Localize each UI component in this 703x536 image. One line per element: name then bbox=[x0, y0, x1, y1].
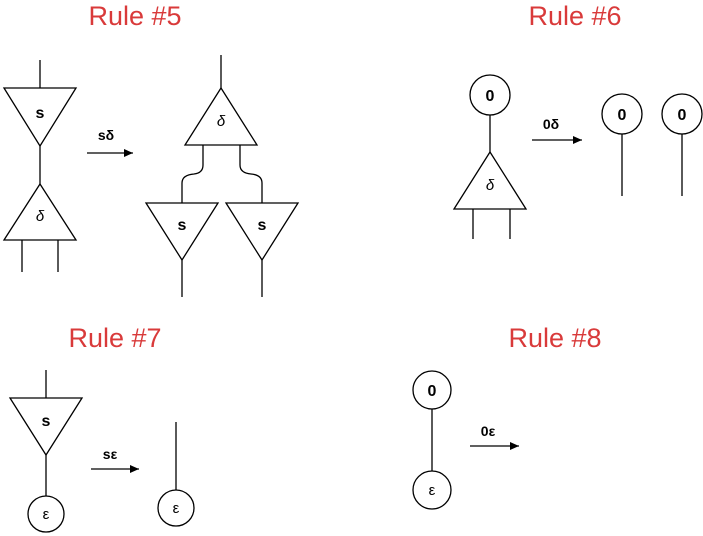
rule-6: Rule #6 0 δ 0δ 0 0 bbox=[452, 1, 703, 239]
rule-7-arrow-label: sε bbox=[103, 446, 118, 462]
s-node bbox=[8, 397, 84, 457]
epsilon-node-label: ε bbox=[173, 500, 180, 517]
delta-left-curve-wire bbox=[181, 145, 204, 203]
delta-node-label: δ bbox=[217, 113, 226, 130]
rule-6-rhs: 0 0 bbox=[601, 93, 703, 196]
s-node-left bbox=[144, 202, 220, 262]
rule-8-title: Rule #8 bbox=[508, 323, 601, 353]
rule-7: Rule #7 s ε sε ε bbox=[8, 323, 195, 533]
rule-5-arrow-label: sδ bbox=[98, 127, 114, 143]
rule-6-lhs: 0 δ bbox=[452, 74, 528, 239]
epsilon-node-label: ε bbox=[429, 482, 436, 499]
s-node-right-label: s bbox=[258, 217, 267, 234]
rule-7-title: Rule #7 bbox=[68, 323, 161, 353]
rule-6-title: Rule #6 bbox=[528, 1, 621, 31]
s-node-label: s bbox=[42, 413, 51, 430]
rule-7-rhs: ε bbox=[157, 422, 195, 527]
rule-5-rhs: δ s s bbox=[144, 55, 300, 297]
rule-6-arrow-label: 0δ bbox=[543, 116, 559, 132]
s-node bbox=[2, 87, 78, 148]
rule-8-arrow-label: 0ε bbox=[481, 423, 496, 439]
s-node-label: s bbox=[36, 105, 45, 122]
zero-node-right-label: 0 bbox=[678, 107, 687, 124]
rule-8-lhs: 0 ε bbox=[412, 370, 452, 510]
s-node-right bbox=[224, 202, 300, 262]
zero-node-left-label: 0 bbox=[618, 107, 627, 124]
zero-node-label: 0 bbox=[428, 383, 437, 400]
s-node-left-label: s bbox=[178, 217, 187, 234]
epsilon-node bbox=[157, 489, 195, 527]
delta-right-curve-wire bbox=[239, 145, 263, 203]
rule-5-lhs: s δ bbox=[2, 60, 78, 272]
epsilon-node bbox=[27, 495, 65, 533]
epsilon-node bbox=[412, 470, 452, 510]
delta-node-label: δ bbox=[36, 208, 45, 225]
zero-node-label: 0 bbox=[486, 88, 495, 105]
delta-node bbox=[183, 86, 259, 146]
epsilon-node-label: ε bbox=[43, 506, 50, 523]
delta-node bbox=[2, 182, 78, 241]
rule-5: Rule #5 s δ sδ δ s s bbox=[2, 1, 300, 297]
delta-node bbox=[452, 150, 528, 210]
rule-5-title: Rule #5 bbox=[88, 1, 181, 31]
rule-8: Rule #8 0 ε 0ε bbox=[412, 323, 602, 510]
delta-node-label: δ bbox=[486, 177, 495, 194]
rule-7-lhs: s ε bbox=[8, 370, 84, 533]
